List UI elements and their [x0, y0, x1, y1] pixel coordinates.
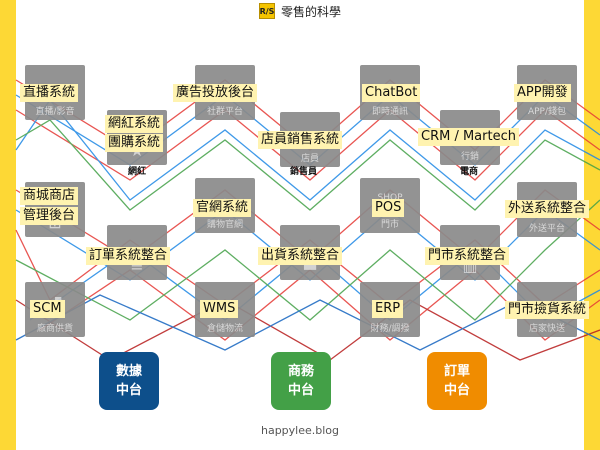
kol-label-2: 團購系統: [105, 134, 164, 152]
left-yellow-border: [0, 0, 16, 450]
wms-sub: 倉儲物流: [206, 324, 243, 334]
footer-url: happylee.blog: [260, 424, 340, 437]
business-hub-line2: 中台: [287, 383, 314, 398]
chatbot-sub: 即時通訊: [371, 107, 408, 117]
ship-int-label: 出貨系統整合: [258, 247, 343, 265]
ext-label: 外送系統整合: [505, 200, 590, 218]
brand-title: 零售的科學: [280, 4, 341, 19]
erp-sub: 財務/調撥: [370, 324, 410, 334]
kol-sub: 網紅: [128, 167, 147, 177]
app-sub: APP/錢包: [527, 107, 567, 117]
order-hub: 訂單 中台: [427, 352, 487, 410]
brand-header: R/S 零售的科學: [0, 0, 600, 22]
business-hub: 商務 中台: [271, 352, 331, 410]
mall-label-2: 管理後台: [20, 207, 79, 225]
live-sub: 直播/影音: [35, 107, 75, 117]
erp-label: ERP: [372, 300, 404, 318]
crm-sub: 行銷: [460, 152, 479, 162]
erp-node: ▤ 財務/調撥: [360, 282, 420, 337]
data-hub-line2: 中台: [115, 383, 142, 398]
pos-sub: 門市: [380, 220, 399, 230]
pick-label: 門市撿貨系統: [505, 301, 590, 319]
order-hub-line2: 中台: [443, 383, 470, 398]
business-hub-line1: 商務: [287, 364, 314, 379]
store-int-label: 門市系統整合: [425, 247, 510, 265]
order-int-label: 訂單系統整合: [86, 247, 171, 265]
web-label: 官網系統: [193, 199, 252, 217]
pos-sales-label: 店員銷售系統: [258, 131, 343, 149]
pos-sales-sub: 店員: [300, 154, 319, 164]
order-hub-line1: 訂單: [443, 364, 470, 379]
ext-sub: 外送平台: [528, 224, 565, 234]
mall-label-1: 商城商店: [20, 187, 79, 205]
scm-sub: 廠商供貨: [36, 324, 73, 334]
ads-label: 廣告投放後台: [173, 84, 258, 102]
kol-label-1: 網紅系統: [105, 115, 164, 133]
app-label: APP開發: [514, 84, 571, 102]
ads-sub: 社群平台: [206, 107, 243, 117]
crm-sub2: 電商: [460, 167, 479, 177]
data-hub: 數據 中台: [99, 352, 159, 410]
pick-sub: 店家快送: [528, 324, 565, 334]
crm-label: CRM / Martech: [418, 128, 519, 146]
scm-label: SCM: [30, 300, 65, 318]
pos-label: POS: [372, 199, 405, 217]
live-label: 直播系統: [20, 84, 79, 102]
chatbot-label: ChatBot: [362, 84, 421, 102]
pos-sales-sub2: 銷售員: [290, 167, 318, 177]
shop-sign: SHOP: [377, 193, 403, 203]
wms-label: WMS: [200, 300, 239, 318]
brand-logo: R/S: [258, 3, 275, 19]
web-sub: 購物官網: [206, 220, 243, 230]
data-hub-line1: 數據: [115, 364, 142, 379]
